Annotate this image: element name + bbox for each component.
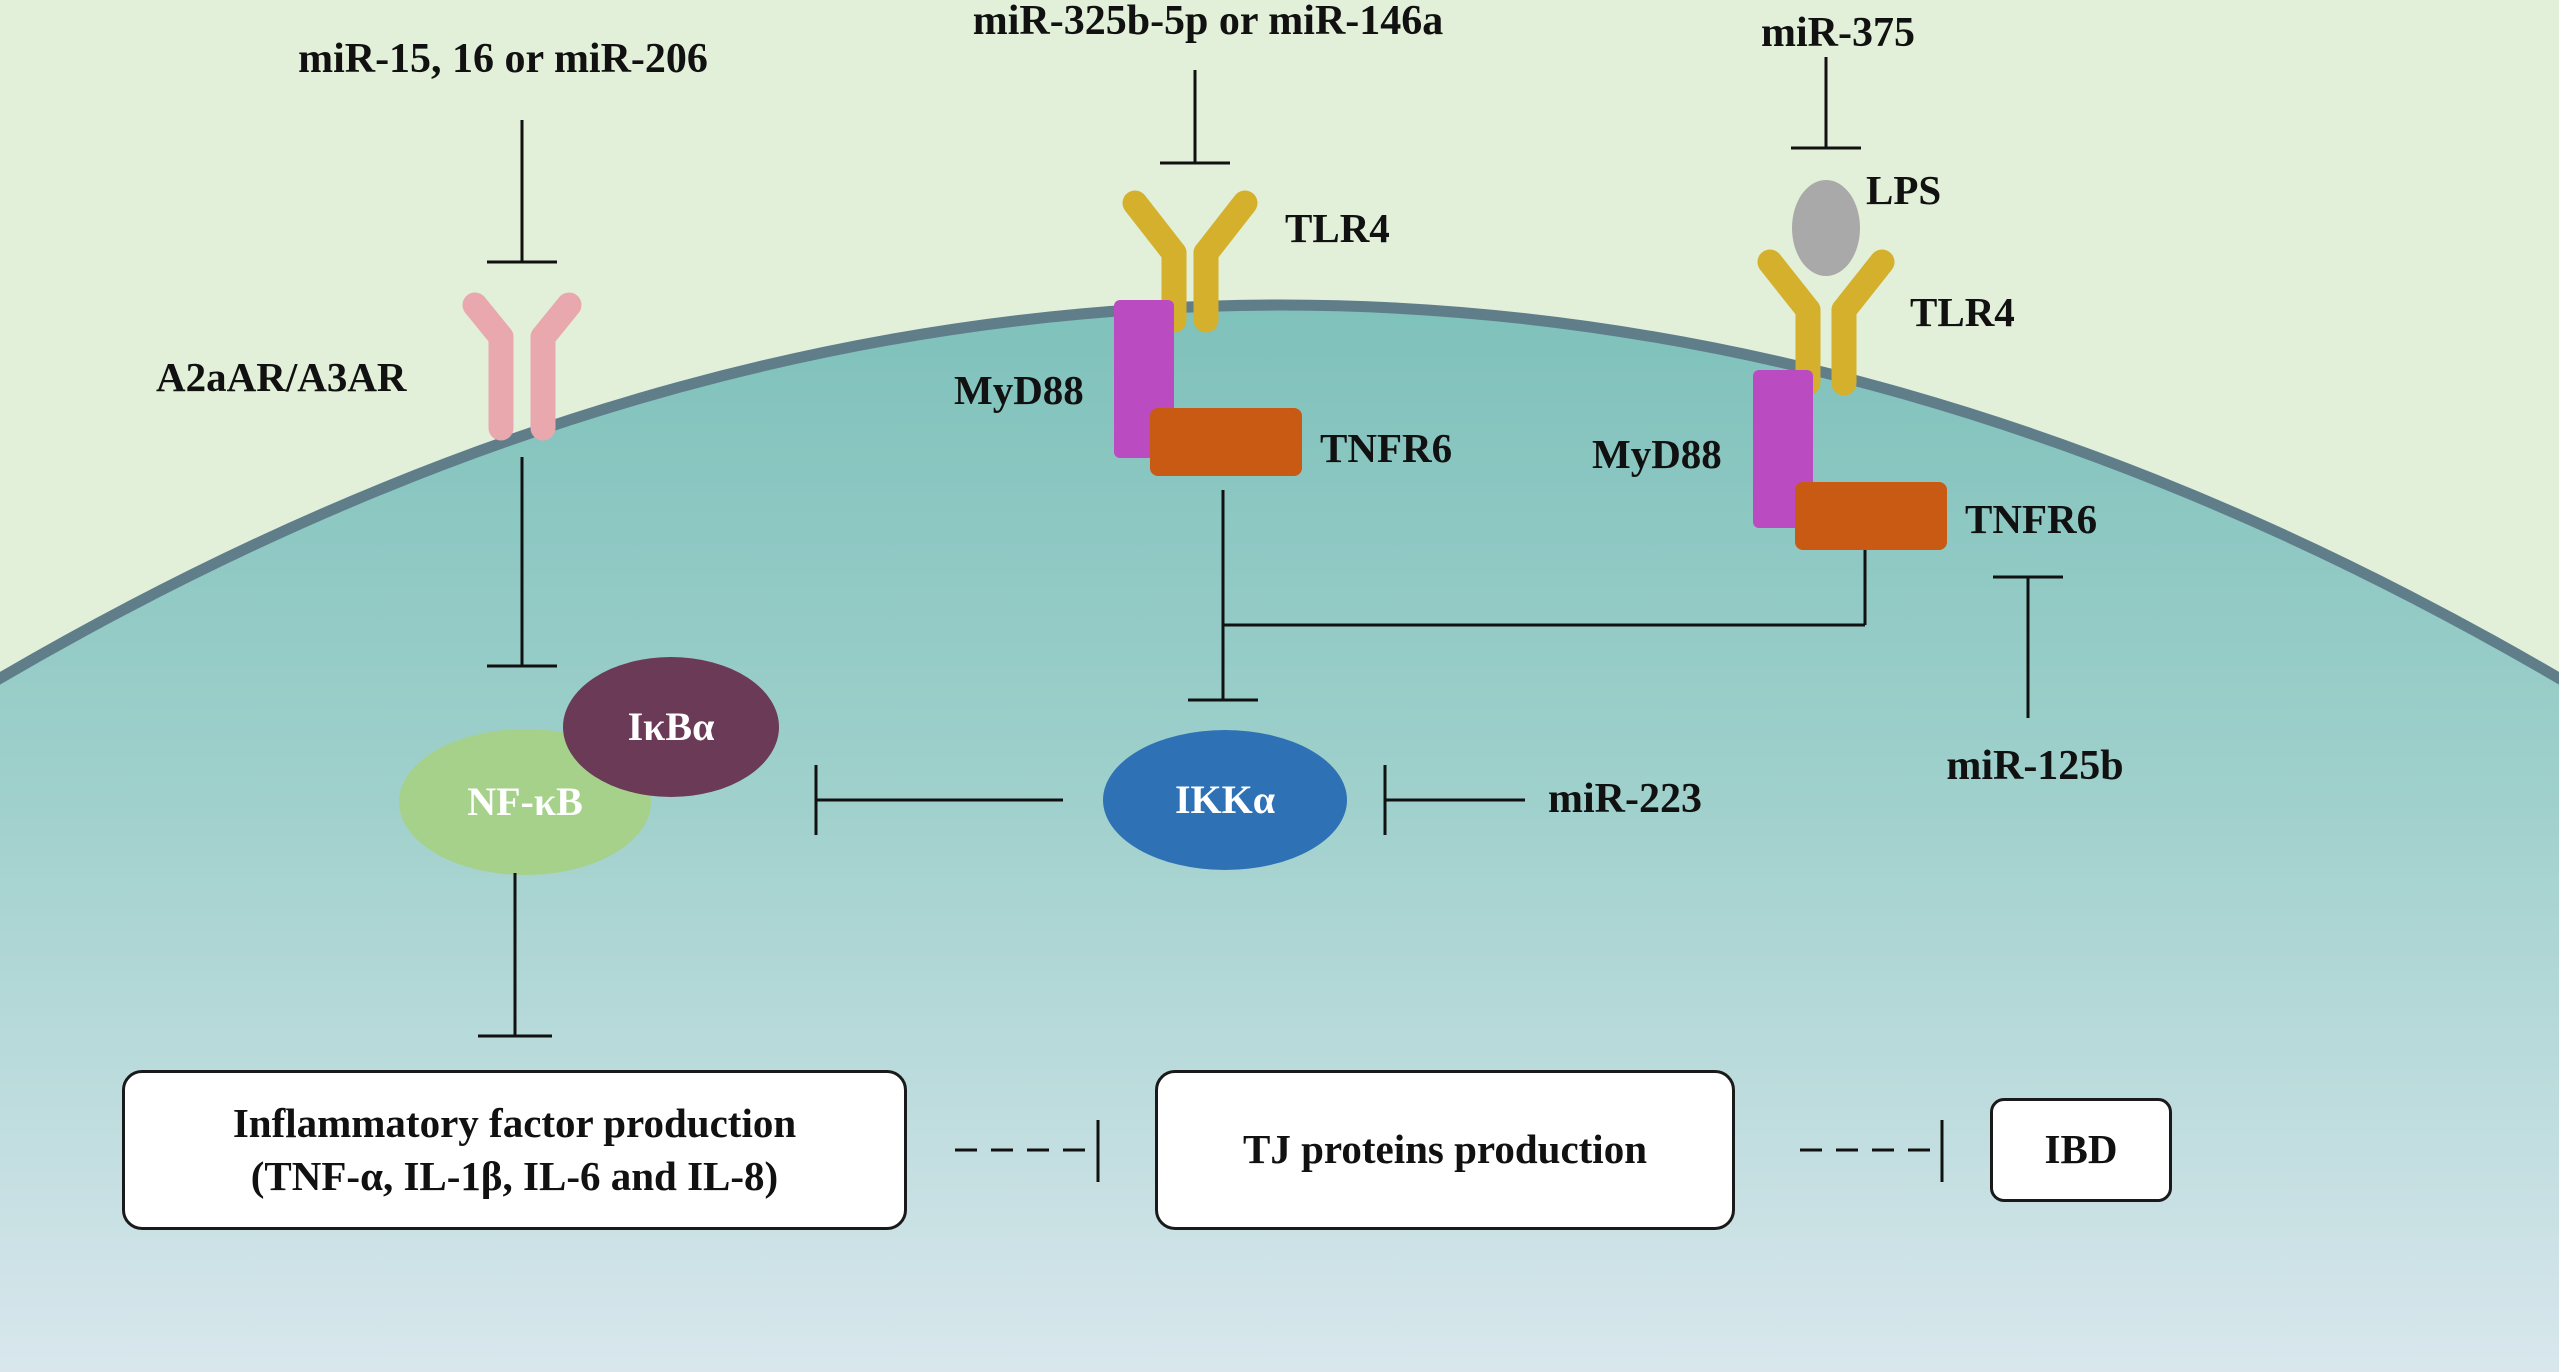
inhibit-mir375-to-lps <box>1791 57 1861 150</box>
ikba-label: IκBα <box>627 704 715 749</box>
lps-label: LPS <box>1866 167 1942 213</box>
inflammatory-factor-list: (TNF-α, IL-1β, IL-6 and IL-8) <box>250 1153 779 1199</box>
lps-molecule <box>1792 180 1860 276</box>
nfkb-label: NF-κB <box>467 779 583 824</box>
mir15-label: miR-15, 16 or miR-206 <box>298 36 708 82</box>
inhibit-a2aar-to-nfkb <box>487 457 557 668</box>
cell-membrane <box>0 299 2559 685</box>
inflammatory-factor-box: Inflammatory factor production (TNF-α, I… <box>122 1070 907 1230</box>
inhibit-mir325-to-tlr4 <box>1160 70 1230 165</box>
inhibit-mir15-to-a2aar <box>487 120 557 264</box>
tj-proteins-box: TJ proteins production <box>1155 1070 1735 1230</box>
tlr4-label-1: TLR4 <box>1285 205 1390 251</box>
ikka-ellipse <box>1103 730 1347 870</box>
tnfr6-label-2: TNFR6 <box>1965 496 2098 542</box>
tnfr6-2 <box>1795 482 1947 550</box>
inhibit-inflammation-to-tj <box>955 1120 1100 1182</box>
ibd-label: IBD <box>2044 1126 2118 1173</box>
mir223-label: miR-223 <box>1548 776 1702 822</box>
ibd-box: IBD <box>1990 1098 2172 1202</box>
mir325-label: miR-325b-5p or miR-146a <box>972 0 1444 44</box>
mir375-label: miR-375 <box>1761 10 1915 56</box>
inhibit-receptors-to-ikka <box>1188 490 1867 702</box>
inflammatory-factor-title: Inflammatory factor production <box>232 1099 797 1146</box>
ikba-ellipse <box>563 657 779 797</box>
tlr4-label-2: TLR4 <box>1910 289 2015 335</box>
inhibit-mir223-to-ikka <box>1383 765 1525 835</box>
a2aar-label: A2aAR/A3AR <box>156 354 407 400</box>
ikka-label: IKKα <box>1174 777 1276 822</box>
myd88-label-2: MyD88 <box>1592 431 1722 477</box>
tj-proteins-label: TJ proteins production <box>1242 1126 1647 1173</box>
inhibit-tj-to-ibd <box>1800 1120 1944 1182</box>
myd88-label-1: MyD88 <box>954 367 1084 413</box>
mir125b-label: miR-125b <box>1946 743 2124 789</box>
a2aar-receptor <box>462 292 582 441</box>
tnfr6-1 <box>1150 408 1302 476</box>
inhibit-nfkb-to-inflammation <box>478 873 552 1038</box>
inhibit-mir125b-to-tnfr6 <box>1993 575 2063 718</box>
tnfr6-label-1: TNFR6 <box>1320 425 1453 471</box>
inhibit-ikka-to-nfkb <box>814 765 1063 835</box>
